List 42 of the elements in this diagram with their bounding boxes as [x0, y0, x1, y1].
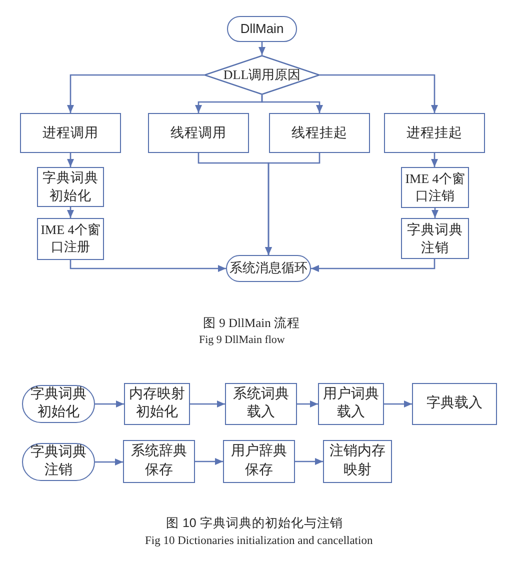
arrow [432, 208, 438, 218]
process-box: 系统词典载入 [225, 383, 297, 425]
arrow [190, 400, 225, 408]
process-box: IME 4个窗口注销 [401, 167, 469, 208]
terminal-box: 字典词典初始化 [22, 385, 95, 423]
arrow [295, 458, 323, 465]
arrow [258, 42, 266, 55]
arrow [67, 74, 204, 113]
figure-caption: Fig 10 Dictionaries initialization and cancellation [145, 535, 373, 549]
arrow [67, 207, 74, 218]
process-box: 用户辞典保存 [223, 440, 295, 483]
arrow [384, 400, 412, 408]
process-box: 字典词典注销 [401, 218, 469, 259]
process-box: 注销内存映射 [323, 440, 392, 483]
process-box: 进程调用 [20, 113, 121, 153]
process-box: 线程调用 [148, 113, 249, 153]
figure-caption: Fig 9 DllMain flow [199, 334, 285, 348]
process-box: IME 4个窗口注册 [37, 218, 104, 260]
terminal-box: DllMain [227, 16, 297, 42]
arrow [95, 400, 124, 408]
arrow [70, 260, 226, 272]
process-box: 进程挂起 [384, 113, 485, 153]
arrow [67, 153, 74, 167]
arrow [320, 74, 438, 113]
process-box: 字典载入 [412, 383, 497, 425]
arrow [311, 259, 436, 272]
figure-caption: 图 9 DllMain 流程 [203, 316, 300, 331]
figure-caption: 图 10 字典词典的初始化与注销 [166, 516, 343, 531]
process-box: 内存映射初始化 [124, 383, 190, 425]
process-box: 系统辞典保存 [123, 440, 195, 483]
arrow [195, 458, 223, 465]
arrow [297, 400, 318, 408]
terminal-box: 字典词典注销 [22, 443, 95, 481]
arrow [431, 153, 438, 167]
process-box: 用户词典载入 [318, 383, 384, 425]
arrow [261, 95, 323, 113]
terminal-box: 系统消息循环 [226, 255, 311, 282]
arrow [265, 153, 320, 255]
arrow [95, 458, 123, 466]
decision-diamond: DLL调用原因 [204, 55, 320, 95]
process-box: 线程挂起 [269, 113, 370, 153]
process-box: 字典词典初始化 [37, 167, 104, 207]
